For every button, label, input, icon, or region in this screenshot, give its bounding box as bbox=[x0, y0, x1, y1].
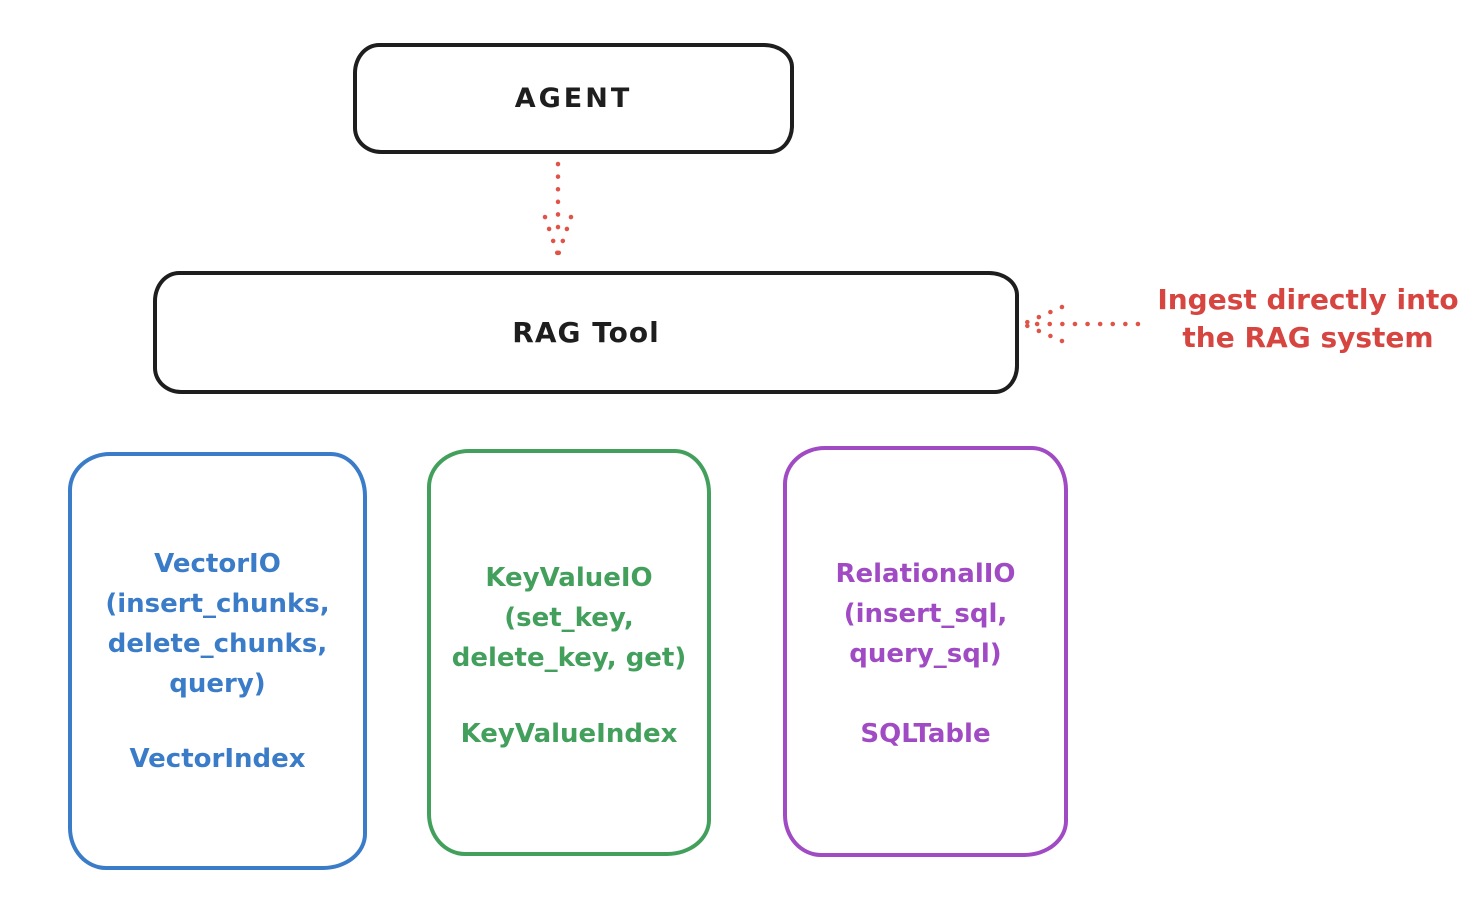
keyvalue-io-box: KeyValueIO (set_key, delete_key, get) Ke… bbox=[427, 449, 711, 856]
relational-io-box: RelationalIO (insert_sql, query_sql) SQL… bbox=[783, 446, 1068, 857]
rag-tool-box: RAG Tool bbox=[153, 271, 1019, 394]
vector-io-box: VectorIO (insert_chunks, delete_chunks, … bbox=[68, 452, 367, 870]
ingest-arrow-icon bbox=[1020, 304, 1141, 344]
keyvalue-index-label: KeyValueIndex bbox=[460, 719, 678, 749]
agent-to-rag-arrow-icon bbox=[542, 161, 574, 258]
sql-table-label: SQLTable bbox=[860, 719, 991, 749]
agent-box: AGENT bbox=[353, 43, 794, 154]
ingest-annotation: Ingest directly into the RAG system bbox=[1157, 283, 1459, 354]
vector-index-label: VectorIndex bbox=[129, 744, 306, 774]
vector-io-description: VectorIO (insert_chunks, delete_chunks, … bbox=[105, 549, 330, 699]
agent-label: AGENT bbox=[514, 83, 633, 114]
keyvalue-io-description: KeyValueIO (set_key, delete_key, get) bbox=[451, 563, 687, 673]
rag-tool-label: RAG Tool bbox=[512, 316, 660, 349]
relational-io-description: RelationalIO (insert_sql, query_sql) bbox=[835, 559, 1016, 669]
